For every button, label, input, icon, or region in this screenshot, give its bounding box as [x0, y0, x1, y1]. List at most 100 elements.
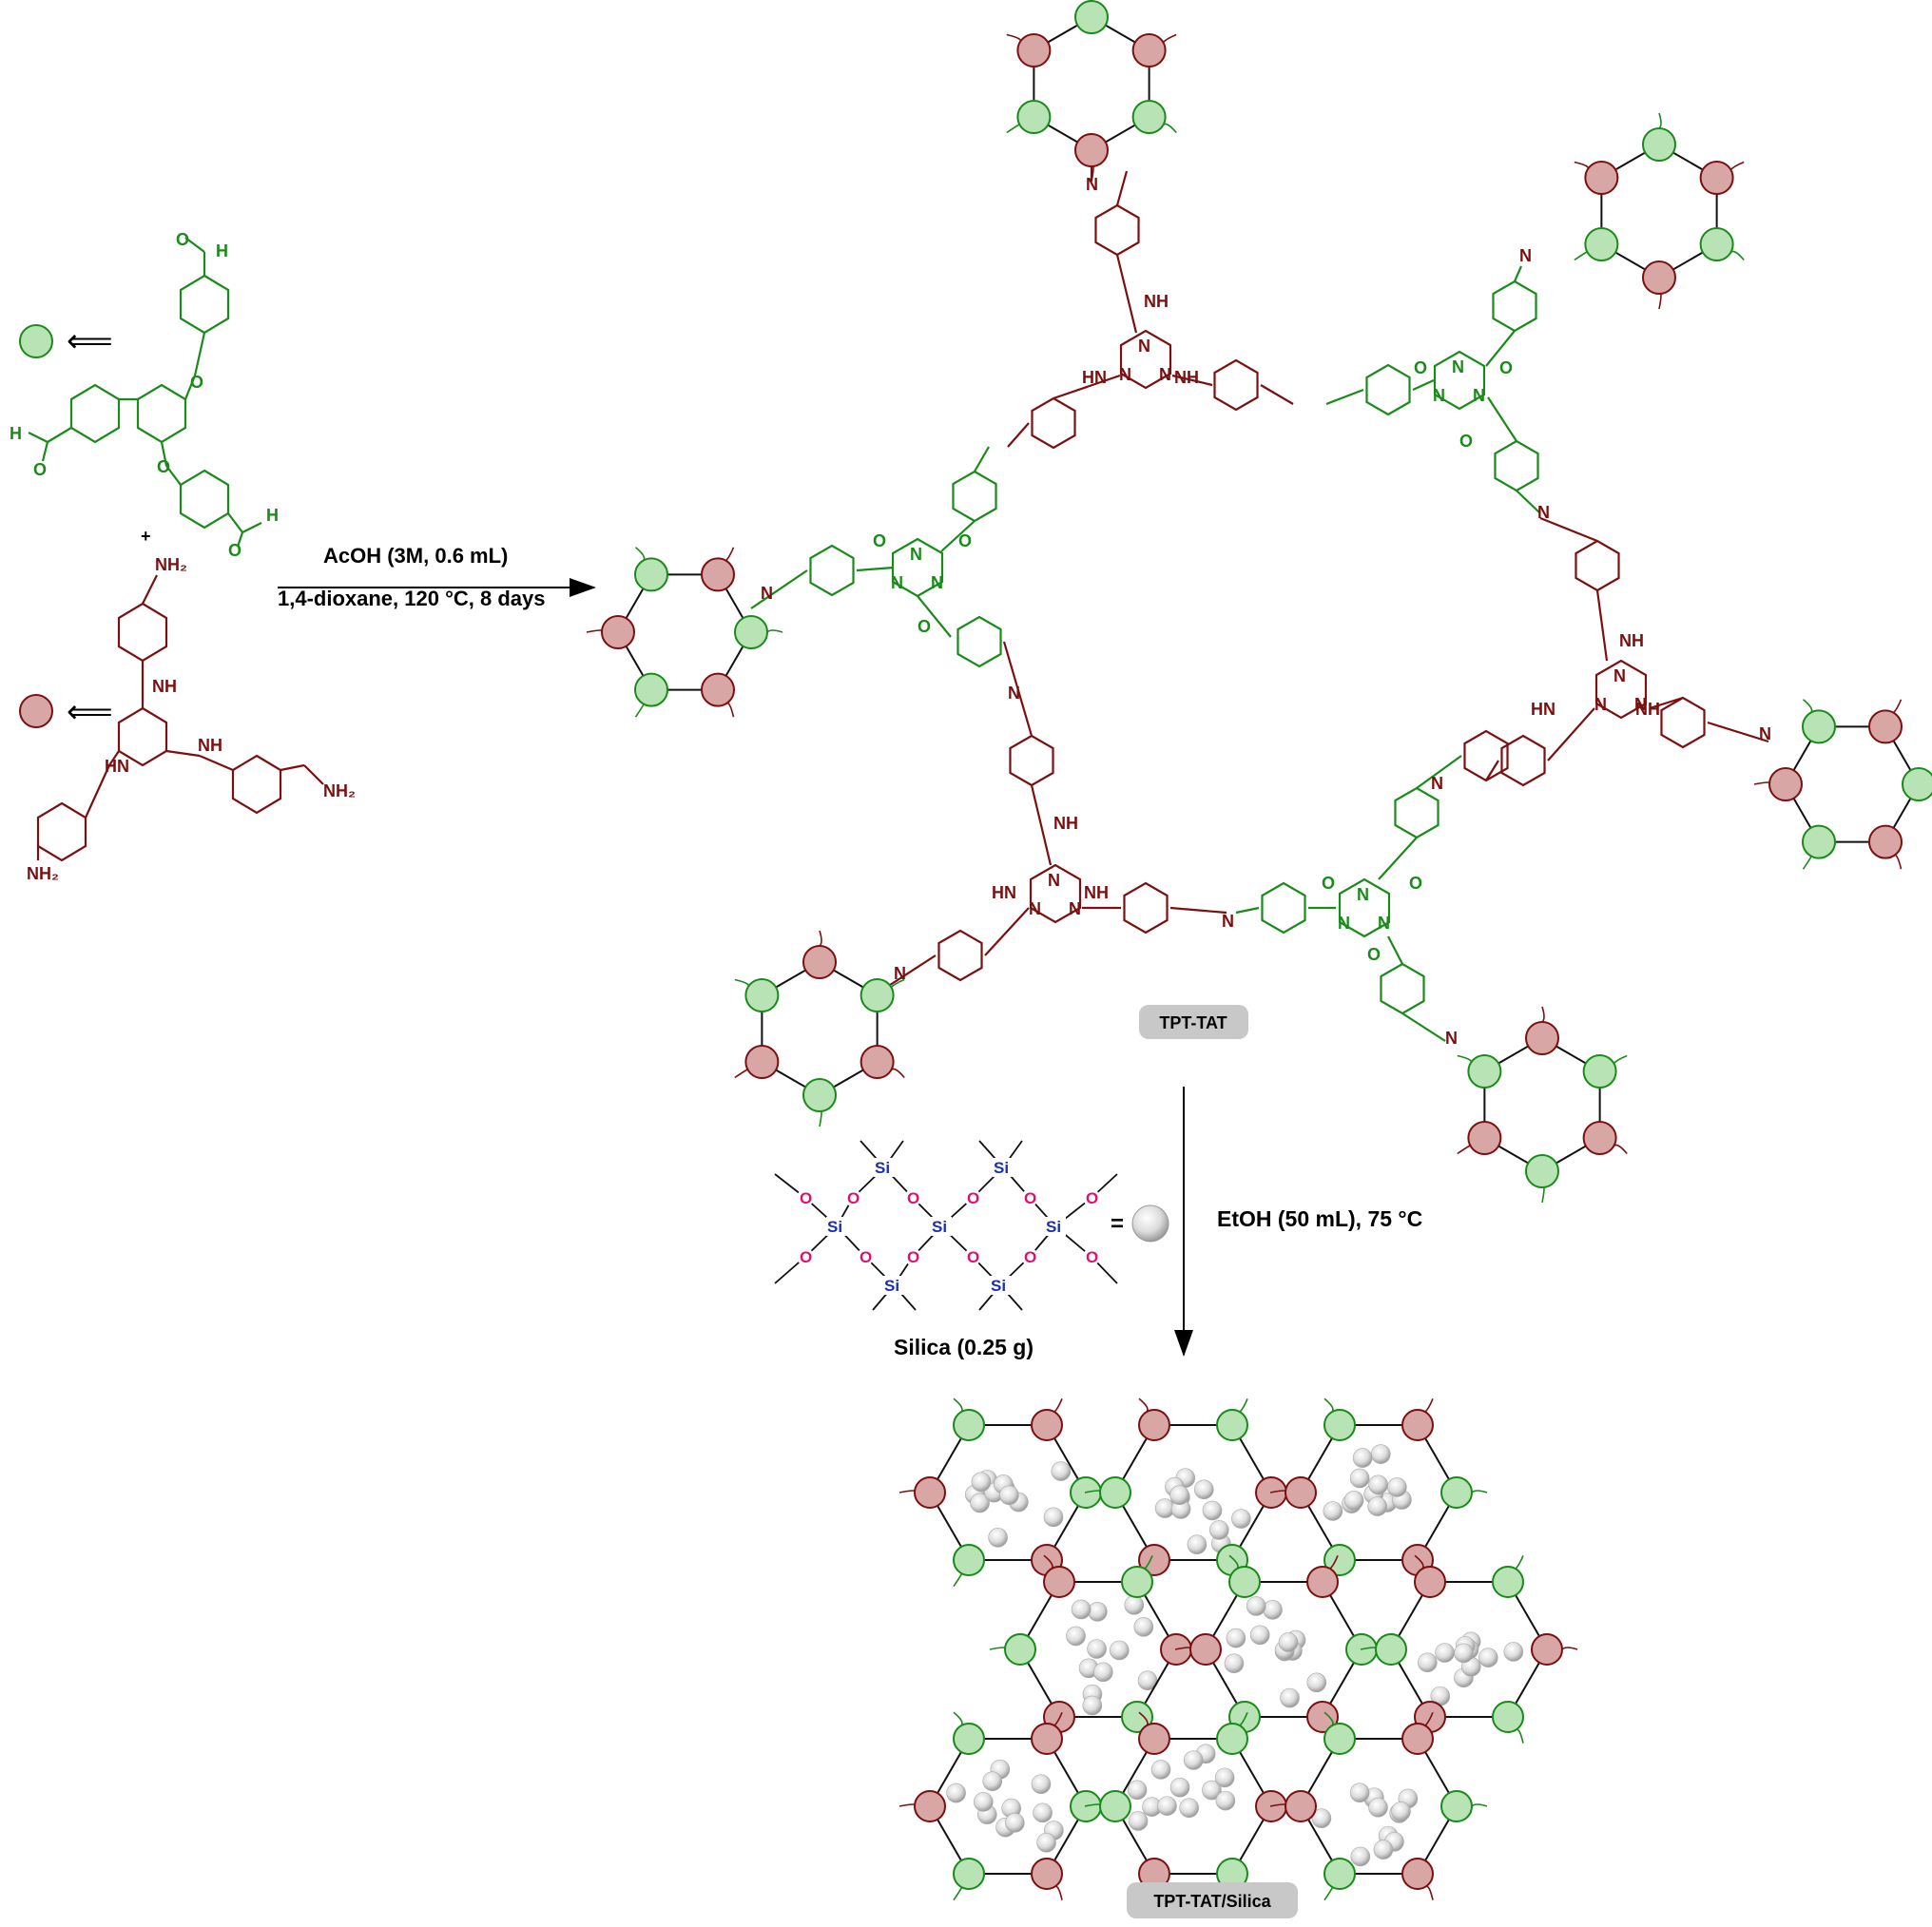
bond-stub	[1515, 1728, 1524, 1744]
linker-bond	[1707, 721, 1769, 743]
atom-label: N	[761, 584, 773, 603]
linker-bond	[750, 569, 808, 609]
atom-label: O	[958, 531, 972, 550]
phenylene-ring	[809, 544, 855, 597]
amine-node	[1306, 1701, 1339, 1734]
atom-label: N	[1138, 337, 1150, 356]
phenylene-ring	[1660, 696, 1706, 749]
aldehyde-monomer	[28, 237, 262, 548]
composite-badge: TPT-TAT/Silica	[1127, 1882, 1298, 1918]
macrocycle-edge	[1483, 1036, 1601, 1173]
amine-node	[1525, 1021, 1559, 1055]
silica-label: Silica (0.25 g)	[894, 1335, 1034, 1359]
aldehyde-node	[1699, 227, 1734, 261]
silica-particle	[1183, 1750, 1204, 1770]
bond-stub	[1613, 1144, 1628, 1155]
macrocycle	[898, 1397, 1117, 1588]
phenylene-ring	[1492, 279, 1537, 333]
linker-bond	[1649, 696, 1684, 710]
silica-particle	[1368, 1797, 1388, 1818]
amine-node	[1699, 161, 1734, 195]
linker-bond	[1539, 516, 1598, 543]
linker-bond	[1416, 755, 1462, 789]
silica-particle	[971, 1472, 992, 1493]
aldehyde-node	[1016, 100, 1052, 134]
silica-particle	[1350, 1846, 1371, 1867]
aldehyde-node	[1492, 1701, 1524, 1734]
amine-node	[802, 945, 837, 979]
amine-node	[1131, 33, 1167, 67]
oxygen-atom: O	[967, 1248, 979, 1266]
oxygen-bg	[797, 1248, 814, 1265]
oxygen-atom: O	[800, 1248, 812, 1266]
retrosynthesis-arrow-green: ⟸	[67, 322, 113, 360]
silica-particle	[1214, 1767, 1235, 1788]
aldehyde-node	[1099, 1790, 1131, 1822]
aldehyde-node	[1323, 1858, 1356, 1891]
linker-bond	[1547, 707, 1595, 761]
aldehyde-node	[1004, 1633, 1036, 1666]
framework-badge: TPT-TAT	[1139, 1005, 1248, 1039]
atom-label: N	[1519, 246, 1532, 265]
amine-node	[1401, 1858, 1434, 1891]
bond-stub	[1561, 1647, 1578, 1650]
silica-particle	[1367, 1496, 1388, 1516]
amine-node	[914, 1476, 946, 1509]
amine-node	[1138, 1722, 1170, 1755]
bond-stub	[1658, 112, 1662, 129]
silica-particle	[1051, 1461, 1072, 1481]
oxygen-atom: O	[860, 1248, 872, 1266]
silicon-atom: Si	[994, 1159, 1009, 1177]
silica-particle	[1133, 1617, 1154, 1637]
linker-bond	[1485, 760, 1499, 781]
silica-particle	[1082, 1695, 1103, 1716]
bond-stub	[1753, 781, 1771, 785]
atom-label: NH	[1084, 883, 1109, 902]
bond-stub	[1892, 699, 1903, 714]
bond-stub	[724, 702, 735, 718]
bond-stub	[890, 1068, 905, 1079]
red-node-legend	[19, 694, 53, 728]
bond-stub	[953, 1571, 963, 1588]
atom-label: NH	[1174, 368, 1199, 387]
atom-label: N	[931, 573, 943, 592]
atom-label: N	[1613, 666, 1626, 685]
aldehyde-node	[1802, 824, 1836, 859]
macrocycle-edge	[1033, 15, 1150, 152]
svg-text:O: O	[176, 230, 189, 249]
atom-label: N	[1594, 695, 1607, 714]
amine-node	[1467, 1121, 1502, 1155]
macrocycle	[1084, 1397, 1303, 1588]
silica-particle	[1169, 1485, 1189, 1505]
oxygen-bg	[797, 1189, 814, 1206]
amine-node	[1531, 1633, 1563, 1666]
silica-particle	[1124, 1595, 1145, 1615]
atom-label: NH	[1053, 814, 1078, 833]
atom-label: O	[873, 531, 886, 550]
oxygen-bg	[844, 1189, 861, 1206]
green-node-legend	[19, 324, 53, 358]
oxygen-bg	[904, 1248, 921, 1265]
macrocycle	[1574, 112, 1745, 310]
bond-stub	[953, 1885, 963, 1901]
silica-particle	[1349, 1468, 1370, 1489]
macrocycle	[1753, 699, 1932, 870]
bond-stub	[1162, 33, 1177, 44]
bond-stub	[1541, 1006, 1545, 1023]
atom-label: N	[1222, 912, 1234, 931]
silica-particle	[1224, 1653, 1245, 1673]
svg-text:NH₂: NH₂	[155, 555, 187, 574]
silica-particle	[1280, 1687, 1300, 1708]
silica-particle	[1187, 1534, 1208, 1554]
amine-node	[1031, 1858, 1063, 1891]
oxygen-atom: O	[967, 1189, 979, 1207]
triazine-core	[1119, 329, 1172, 390]
svg-text:TPT-TAT/Silica: TPT-TAT/Silica	[1153, 1892, 1271, 1911]
atom-label: N	[1029, 899, 1041, 918]
amine-node	[1582, 1121, 1617, 1155]
silica-particle	[1349, 1782, 1370, 1802]
oxygen-bg	[964, 1248, 981, 1265]
linker-bond	[1516, 490, 1541, 514]
oxygen-bg	[1021, 1248, 1038, 1265]
atom-label: N	[1008, 684, 1020, 703]
